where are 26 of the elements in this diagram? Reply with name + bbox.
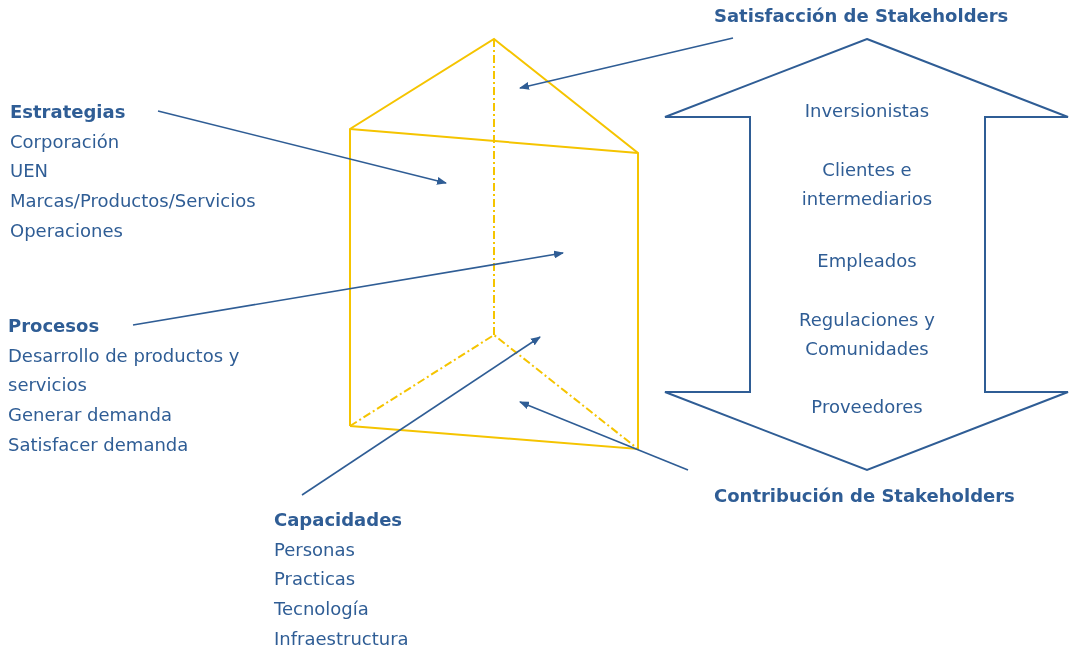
list-item: Marcas/Productos/Servicios <box>10 190 256 212</box>
list-item: Operaciones <box>10 220 123 242</box>
list-item: Generar demanda <box>8 404 172 426</box>
stakeholder-label: Clientes e intermediarios <box>800 158 934 211</box>
heading-text: Procesos <box>8 315 100 337</box>
list-item: Practicas <box>274 568 356 590</box>
list-item: Corporación <box>10 131 120 153</box>
list-item: Personas <box>274 539 355 561</box>
arrow <box>157 110 447 185</box>
heading-text: Satisfacción de Stakeholders <box>714 5 1009 27</box>
stakeholder-label: Regulaciones y Comunidades <box>798 308 936 361</box>
list-item: Tecnología <box>274 598 369 620</box>
list-item: Satisfacer demanda <box>8 434 189 456</box>
arrow <box>519 37 734 90</box>
heading-text: Capacidades <box>274 509 403 531</box>
stakeholder-label: Proveedores <box>810 395 924 419</box>
arrow <box>519 401 689 471</box>
list-item: Desarrollo de productos y servicios <box>8 344 241 397</box>
stakeholder-label: Inversionistas <box>803 99 931 123</box>
heading-text: Estrategias <box>10 101 126 123</box>
arrow <box>301 336 541 496</box>
list-item: Infraestructura <box>274 628 409 650</box>
list-item: UEN <box>10 160 48 182</box>
heading-text: Contribución de Stakeholders <box>714 485 1015 507</box>
stakeholder-label: Empleados <box>816 249 918 273</box>
arrow <box>132 250 564 326</box>
